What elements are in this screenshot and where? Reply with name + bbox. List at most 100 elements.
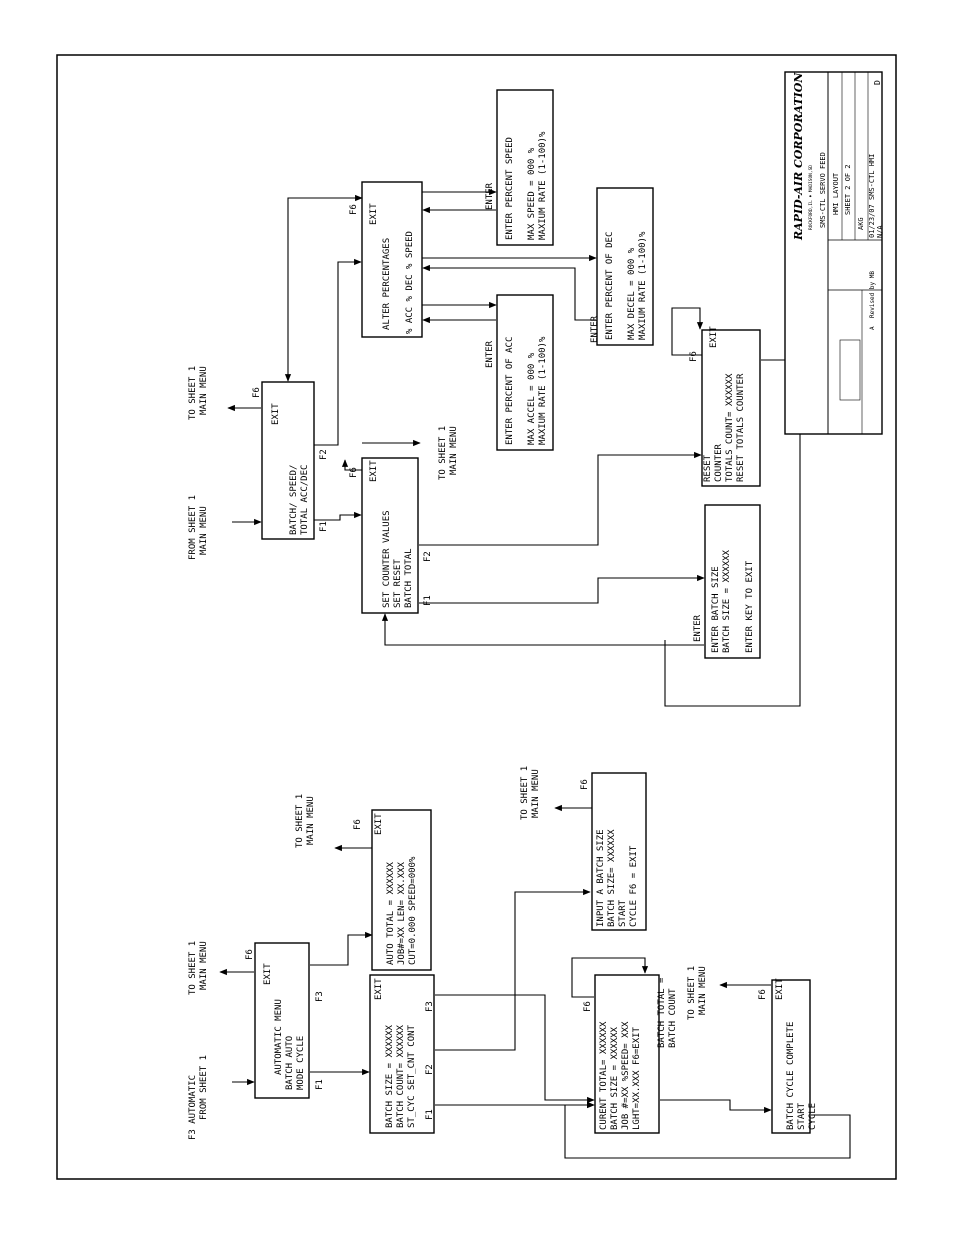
diagram-label: AUTOMATIC MENU <box>274 999 284 1075</box>
diagram-label: ENTER <box>485 340 495 368</box>
diagram-label: BATCH SIZE = XXXXXX <box>722 549 732 653</box>
box-percent-acc: ENTER PERCENT OF ACC MAX ACCEL = 000 % M… <box>496 294 554 451</box>
diagram-label: HMI LAYOUT <box>832 172 840 215</box>
diagram-label: ROCKFORD,IL ♦ MADISON,SD <box>808 165 814 230</box>
free-labels: F3 AUTOMATIC FROM SHEET 1 TO SHEET 1 MAI… <box>188 182 708 1140</box>
diagram-label: MAIN MENU <box>698 966 708 1015</box>
diagram-label: ENTER <box>590 315 600 343</box>
connector-line <box>571 957 649 998</box>
diagram-label: SHEET 2 OF 2 <box>844 164 852 215</box>
box-set-counter: F6 EXIT SET COUNTER VALUES SET RESET BAT… <box>349 457 433 614</box>
diagram-label: RESET <box>703 454 713 482</box>
connector-line <box>660 1099 772 1114</box>
box-curent-total: F6 CURENT TOTAL= XXXXXX BATCH SIZE = XXX… <box>583 974 660 1134</box>
diagram-label: F6 <box>583 1001 593 1012</box>
diagram-label: EXIT <box>374 978 384 1000</box>
diagram-label: EXIT <box>775 978 785 1000</box>
box-outline <box>594 974 660 1134</box>
diagram-label: BATCH SIZE = XXXXXX <box>610 1026 620 1130</box>
diagram-label: EXIT <box>374 813 384 835</box>
diagram-label: MAX ACCEL = 000 % <box>527 352 537 445</box>
diagram-label: F2 <box>319 449 329 460</box>
connector-line <box>314 511 362 521</box>
connector-line <box>671 307 704 356</box>
diagram-label: F6 <box>580 779 590 790</box>
diagram-label: MAX SPEED = 000 % <box>527 147 537 240</box>
connector-line <box>435 888 591 1051</box>
connector-line <box>341 459 362 471</box>
box-outline <box>596 187 654 346</box>
diagram-label: BATCH SIZE = XXXXXX <box>385 1024 395 1128</box>
box-percent-speed: ENTER PERCENT SPEED MAX SPEED = 000 % MA… <box>496 89 554 246</box>
diagram-label: F1 <box>315 1079 325 1090</box>
diagram-label: ENTER PERCENT OF DEC <box>605 232 615 340</box>
diagram-label: N/A <box>876 225 884 238</box>
diagram-label: SMS-CTL HMI <box>868 154 876 200</box>
connector-line <box>419 574 705 604</box>
box-outline <box>371 809 432 971</box>
diagram-label: CYCLE F6 = EXIT <box>629 845 639 927</box>
diagram-label: D <box>873 80 882 85</box>
diagram-label: ENTER PERCENT OF ACC <box>505 337 515 445</box>
diagram-label: MAIN MENU <box>531 769 541 818</box>
diagram-label: EXIT <box>263 963 273 985</box>
diagram-label: Revised by MB <box>869 271 876 318</box>
diagram-label: START <box>797 1102 807 1130</box>
box-batch-size-mode: EXIT BATCH SIZE = XXXXXX BATCH COUNT= XX… <box>369 974 435 1134</box>
diagram-label: A <box>869 326 876 330</box>
diagram-label: F6 <box>252 387 262 398</box>
diagram-label: EXIT <box>369 203 379 225</box>
diagram-label: F3 AUTOMATIC <box>188 1075 198 1140</box>
connector-line <box>310 931 373 966</box>
diagram-label: F6 <box>349 204 359 215</box>
diagram-label: INPUT A BATCH SIZE <box>596 829 606 927</box>
box-outline <box>839 339 861 401</box>
diagram-label: BATCH CYCLE COMPLETE <box>786 1022 796 1130</box>
box-alter-percentages: F6 EXIT ALTER PERCENTAGES % ACC % DEC % … <box>349 181 423 338</box>
diagram-label: SET COUNTER VALUES <box>382 510 392 608</box>
diagram-label: TO SHEET 1 <box>687 966 697 1020</box>
diagram-label: MAIN MENU <box>199 941 209 990</box>
diagram-label: START <box>618 899 628 927</box>
diagram-label: F6 <box>245 949 255 960</box>
diagram-label: F1 <box>425 1109 435 1120</box>
box-outline <box>361 457 419 614</box>
box-outline <box>369 974 435 1134</box>
diagram-label: CUT=0.000 SPEED=000% <box>408 856 418 965</box>
diagram-label: F6 <box>349 467 359 478</box>
diagram-label: 01/23/07 <box>868 204 876 238</box>
diagram-label: BATCH COUNT= XXXXXX <box>396 1024 406 1128</box>
diagram-label: CYCLE <box>808 1103 818 1130</box>
diagram-label: ENTER KEY TO EXIT <box>745 560 755 653</box>
diagram-label: TOTALS COUNT= XXXXXX <box>725 373 735 482</box>
diagram-label: TO SHEET 1 <box>188 366 198 420</box>
title-block: RAPID-AIR CORPORATION ROCKFORD,IL ♦ MADI… <box>784 71 884 435</box>
diagram-label: BATCH COUNT <box>668 988 678 1048</box>
diagram-label: BATCH AUTO <box>285 1036 295 1090</box>
box-automatic-menu: F6 EXIT AUTOMATIC MENU BATCH AUTO MODE C… <box>245 942 325 1099</box>
connector-line <box>564 1101 851 1159</box>
connector-line <box>419 451 702 546</box>
diagram-label: AUTO TOTAL = XXXXXX <box>386 861 396 965</box>
diagram-label: ENTER <box>485 182 495 210</box>
diagram-label: MAX DECEL = 000 % <box>627 247 637 340</box>
diagram-label: BATCH TOTAL <box>404 548 414 608</box>
diagram-label: BATCH/ SPEED/ <box>289 465 299 535</box>
diagram-label: MAIN MENU <box>306 796 316 845</box>
box-outline <box>704 504 761 659</box>
diagram-label: LGHT=XX.XXX F6=EXIT <box>632 1026 642 1130</box>
diagram-label: ALTER PERCENTAGES <box>382 238 392 330</box>
diagram-label: FROM SHEET 1 <box>199 1055 209 1120</box>
connector-line <box>381 613 704 646</box>
diagram-label: F2 <box>423 551 433 562</box>
box-enter-batch-size: ENTER BATCH SIZE BATCH SIZE = XXXXXX ENT… <box>704 504 761 659</box>
diagram-label: EXIT <box>271 403 281 425</box>
diagram-label: MAXIUM RATE (1-100)% <box>538 131 548 240</box>
diagram-label: F1 <box>319 521 329 532</box>
diagram-label: SMS-CTL SERVO FEED <box>819 152 827 228</box>
diagram-label: ST_CYC SET_CNT CONT <box>407 1024 417 1128</box>
diagram-label: F2 <box>425 1064 435 1075</box>
connectors <box>219 188 851 1159</box>
